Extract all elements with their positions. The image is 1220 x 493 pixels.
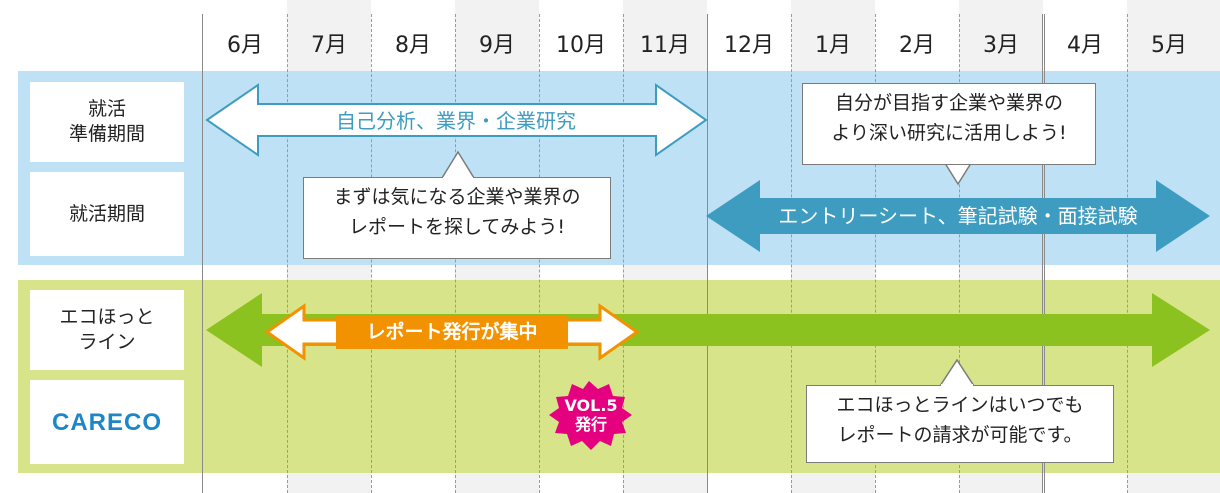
grid-line <box>875 14 876 493</box>
vol5-badge <box>549 381 632 450</box>
month-label: 6月 <box>227 33 263 58</box>
grid-line <box>1127 14 1128 493</box>
month-label: 7月 <box>311 33 347 58</box>
month-label: 9月 <box>479 33 515 58</box>
callout-bottom-right-pointer <box>938 358 976 387</box>
callout-top-right-join <box>944 158 972 161</box>
report-focus-label: レポート発行が集中 <box>366 321 538 343</box>
careco-logo: CARECO <box>51 408 162 436</box>
row-label-ecohotline: エコほっと ライン <box>30 290 184 370</box>
row-label-active-text: 就活期間 <box>68 202 145 225</box>
row-label-prep-text: 就活 準備期間 <box>68 98 145 145</box>
grid-line <box>959 14 960 493</box>
grid-line <box>202 14 203 493</box>
entry-label: エントリーシート、筆記試験・面接試験 <box>778 204 1138 228</box>
callout-middle-left-join <box>443 177 473 180</box>
callout-middle-left-pointer <box>440 150 476 179</box>
row-label-prep: 就活 準備期間 <box>30 82 184 162</box>
month-label: 5月 <box>1151 33 1187 58</box>
month-label: 8月 <box>395 33 431 58</box>
callout-bottom-right: エコほっとラインはいつでも レポートの請求が可能です。 <box>806 385 1114 463</box>
callout-bottom-right-join <box>941 384 973 387</box>
self-analysis-arrow <box>205 83 708 157</box>
ecohotline-arrow <box>206 293 1210 367</box>
month-label: 10月 <box>556 33 606 58</box>
month-label: 2月 <box>899 33 935 58</box>
grid-line <box>707 14 708 493</box>
vol5-badge-line1: VOL.5 <box>564 396 618 415</box>
fiscal-year-divider <box>1042 14 1045 493</box>
report-focus-label-bg <box>336 315 568 349</box>
grid-line <box>791 14 792 493</box>
grid-line <box>623 14 624 493</box>
callout-top-right: 自分が目指す企業や業界の より深い研究に活用しよう! <box>802 83 1096 165</box>
vol5-badge-text: VOL.5 発行 <box>552 396 630 434</box>
month-label: 1月 <box>815 33 851 58</box>
vol5-badge-line2: 発行 <box>574 415 607 434</box>
row-label-ecohotline-text: エコほっと ライン <box>59 306 155 353</box>
grid-line <box>287 14 288 493</box>
month-label: 4月 <box>1067 33 1103 58</box>
month-label: 11月 <box>640 33 690 58</box>
month-label: 12月 <box>724 33 774 58</box>
row-label-active: 就活期間 <box>30 172 184 256</box>
entry-arrow <box>706 180 1210 252</box>
month-label: 3月 <box>983 33 1019 58</box>
row-label-careco: CARECO <box>30 380 184 464</box>
self-analysis-label: 自己分析、業界・企業研究 <box>336 109 576 133</box>
callout-middle-left: まずは気になる企業や業界の レポートを探してみよう! <box>303 177 611 259</box>
